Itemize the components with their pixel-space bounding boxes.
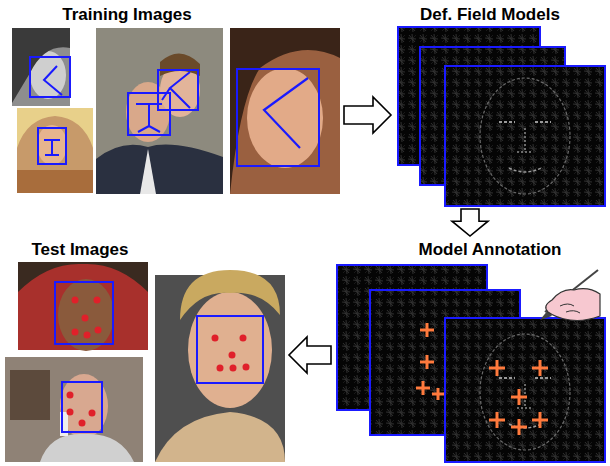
block-arrow (289, 337, 331, 373)
panel-heading: Test Images (31, 240, 128, 260)
panel-heading: Def. Field Models (420, 5, 560, 25)
panel-heading: Model Annotation (419, 240, 562, 260)
panel-heading: Training Images (62, 5, 191, 25)
block-arrow (452, 209, 488, 236)
image-panel: Training Images (10, 3, 340, 194)
image-panel: Def. Field Models (395, 3, 605, 206)
image-panel: Test Images (5, 238, 285, 462)
image-panel: Model Annotation (335, 238, 605, 462)
block-arrow (344, 97, 391, 133)
